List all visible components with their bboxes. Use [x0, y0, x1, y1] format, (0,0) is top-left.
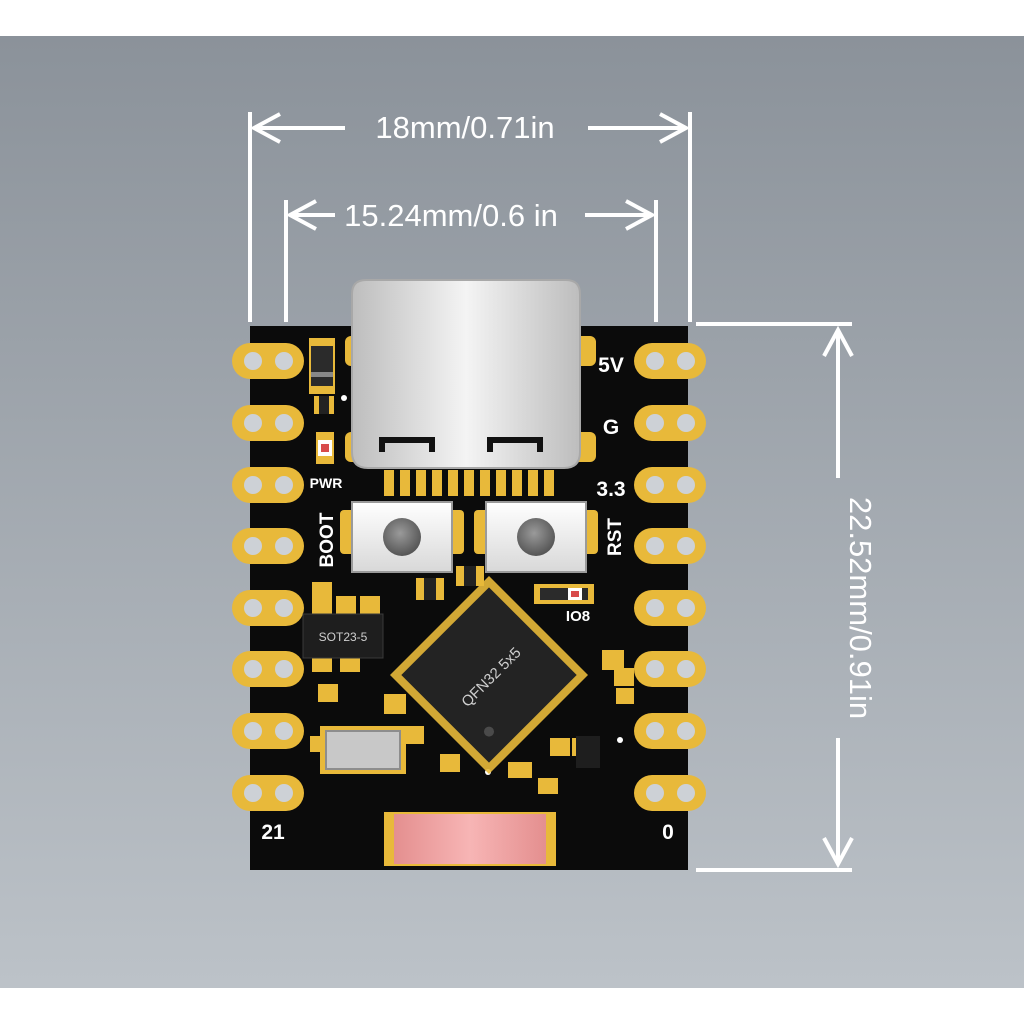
- height-dimension: [696, 322, 854, 872]
- right-pad: [634, 775, 706, 811]
- io8-label: IO8: [566, 608, 590, 625]
- right-pad: [634, 651, 706, 687]
- pin-21-label: 21: [261, 821, 285, 844]
- right-pad: [634, 467, 706, 503]
- reset-button[interactable]: [474, 501, 598, 573]
- right-pin-header: [634, 343, 706, 811]
- pin-spacing-dimension: [284, 199, 658, 322]
- gnd-label: G: [603, 416, 619, 439]
- right-pad: [634, 343, 706, 379]
- 3v3-label: 3.3: [596, 478, 625, 501]
- left-pad: [232, 467, 304, 503]
- left-pin-header: [232, 343, 304, 811]
- ceramic-antenna: [384, 812, 556, 866]
- left-pad: [232, 713, 304, 749]
- left-pad: [232, 590, 304, 626]
- boot-button[interactable]: [340, 501, 464, 573]
- left-pad: [232, 775, 304, 811]
- crystal: [320, 726, 406, 774]
- rst-label: RST: [605, 518, 626, 556]
- width-dimension-label: 18mm/0.71in: [375, 110, 554, 145]
- capacitor: [314, 396, 334, 414]
- right-pad: [634, 528, 706, 564]
- regulator-label: SOT23-5: [319, 630, 368, 644]
- 5v-label: 5V: [598, 354, 624, 377]
- height-dimension-label: 22.52mm/0.91in: [843, 497, 878, 719]
- pwr-led: [316, 432, 334, 464]
- left-pad: [232, 343, 304, 379]
- pin-0-label: 0: [662, 821, 674, 844]
- left-pad: [232, 528, 304, 564]
- right-pad: [634, 590, 706, 626]
- regulator-chip: SOT23-5: [302, 613, 384, 659]
- io8-led: [534, 584, 594, 604]
- pwr-label: PWR: [310, 475, 343, 491]
- left-pad: [232, 405, 304, 441]
- pin-spacing-label: 15.24mm/0.6 in: [344, 198, 558, 233]
- smd-components: [309, 338, 634, 794]
- right-pad: [634, 405, 706, 441]
- capacitor: [456, 566, 484, 586]
- boot-label: BOOT: [317, 512, 338, 567]
- width-dimension: [248, 112, 692, 322]
- usb-c-connector: [345, 279, 596, 496]
- capacitor: [416, 578, 444, 600]
- right-pad: [634, 713, 706, 749]
- left-pad: [232, 651, 304, 687]
